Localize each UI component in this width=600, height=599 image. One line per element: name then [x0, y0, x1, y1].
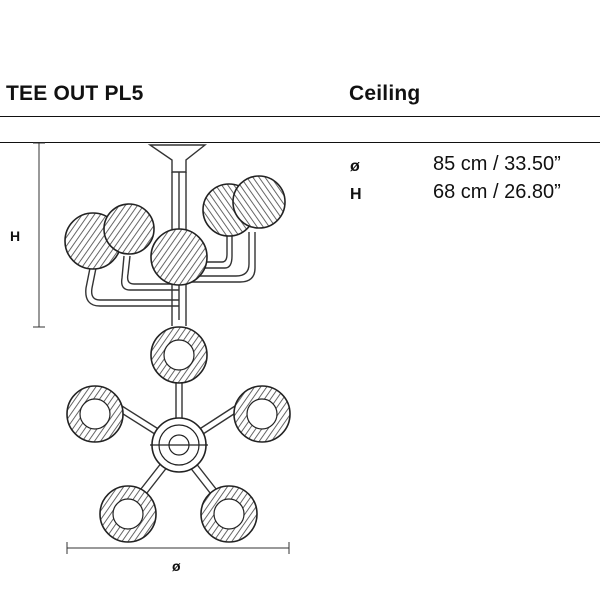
globe-side-5 — [232, 175, 286, 229]
product-name: TEE OUT PL5 — [6, 82, 144, 105]
header-rule — [0, 116, 600, 117]
diameter-dimension — [66, 542, 290, 554]
spec-diameter-value: 85 cm / 33.50” — [433, 153, 561, 175]
globe-side-2 — [103, 203, 155, 255]
spec-diameter-key: ø — [350, 158, 360, 175]
mount-type: Ceiling — [349, 82, 421, 105]
spec-height-key: H — [350, 186, 362, 203]
globe-top-5 — [200, 485, 258, 543]
globe-top-2 — [66, 385, 124, 443]
top-view-hub — [150, 417, 208, 473]
diameter-label: ø — [172, 558, 181, 574]
height-dimension — [33, 142, 45, 328]
globe-top-1 — [150, 326, 208, 384]
spec-height-value: 68 cm / 26.80” — [433, 181, 561, 203]
globe-top-4 — [99, 485, 157, 543]
globe-side-3 — [150, 228, 208, 286]
height-label: H — [10, 228, 21, 244]
header-rule-lower — [0, 142, 600, 143]
globe-top-3 — [233, 385, 291, 443]
